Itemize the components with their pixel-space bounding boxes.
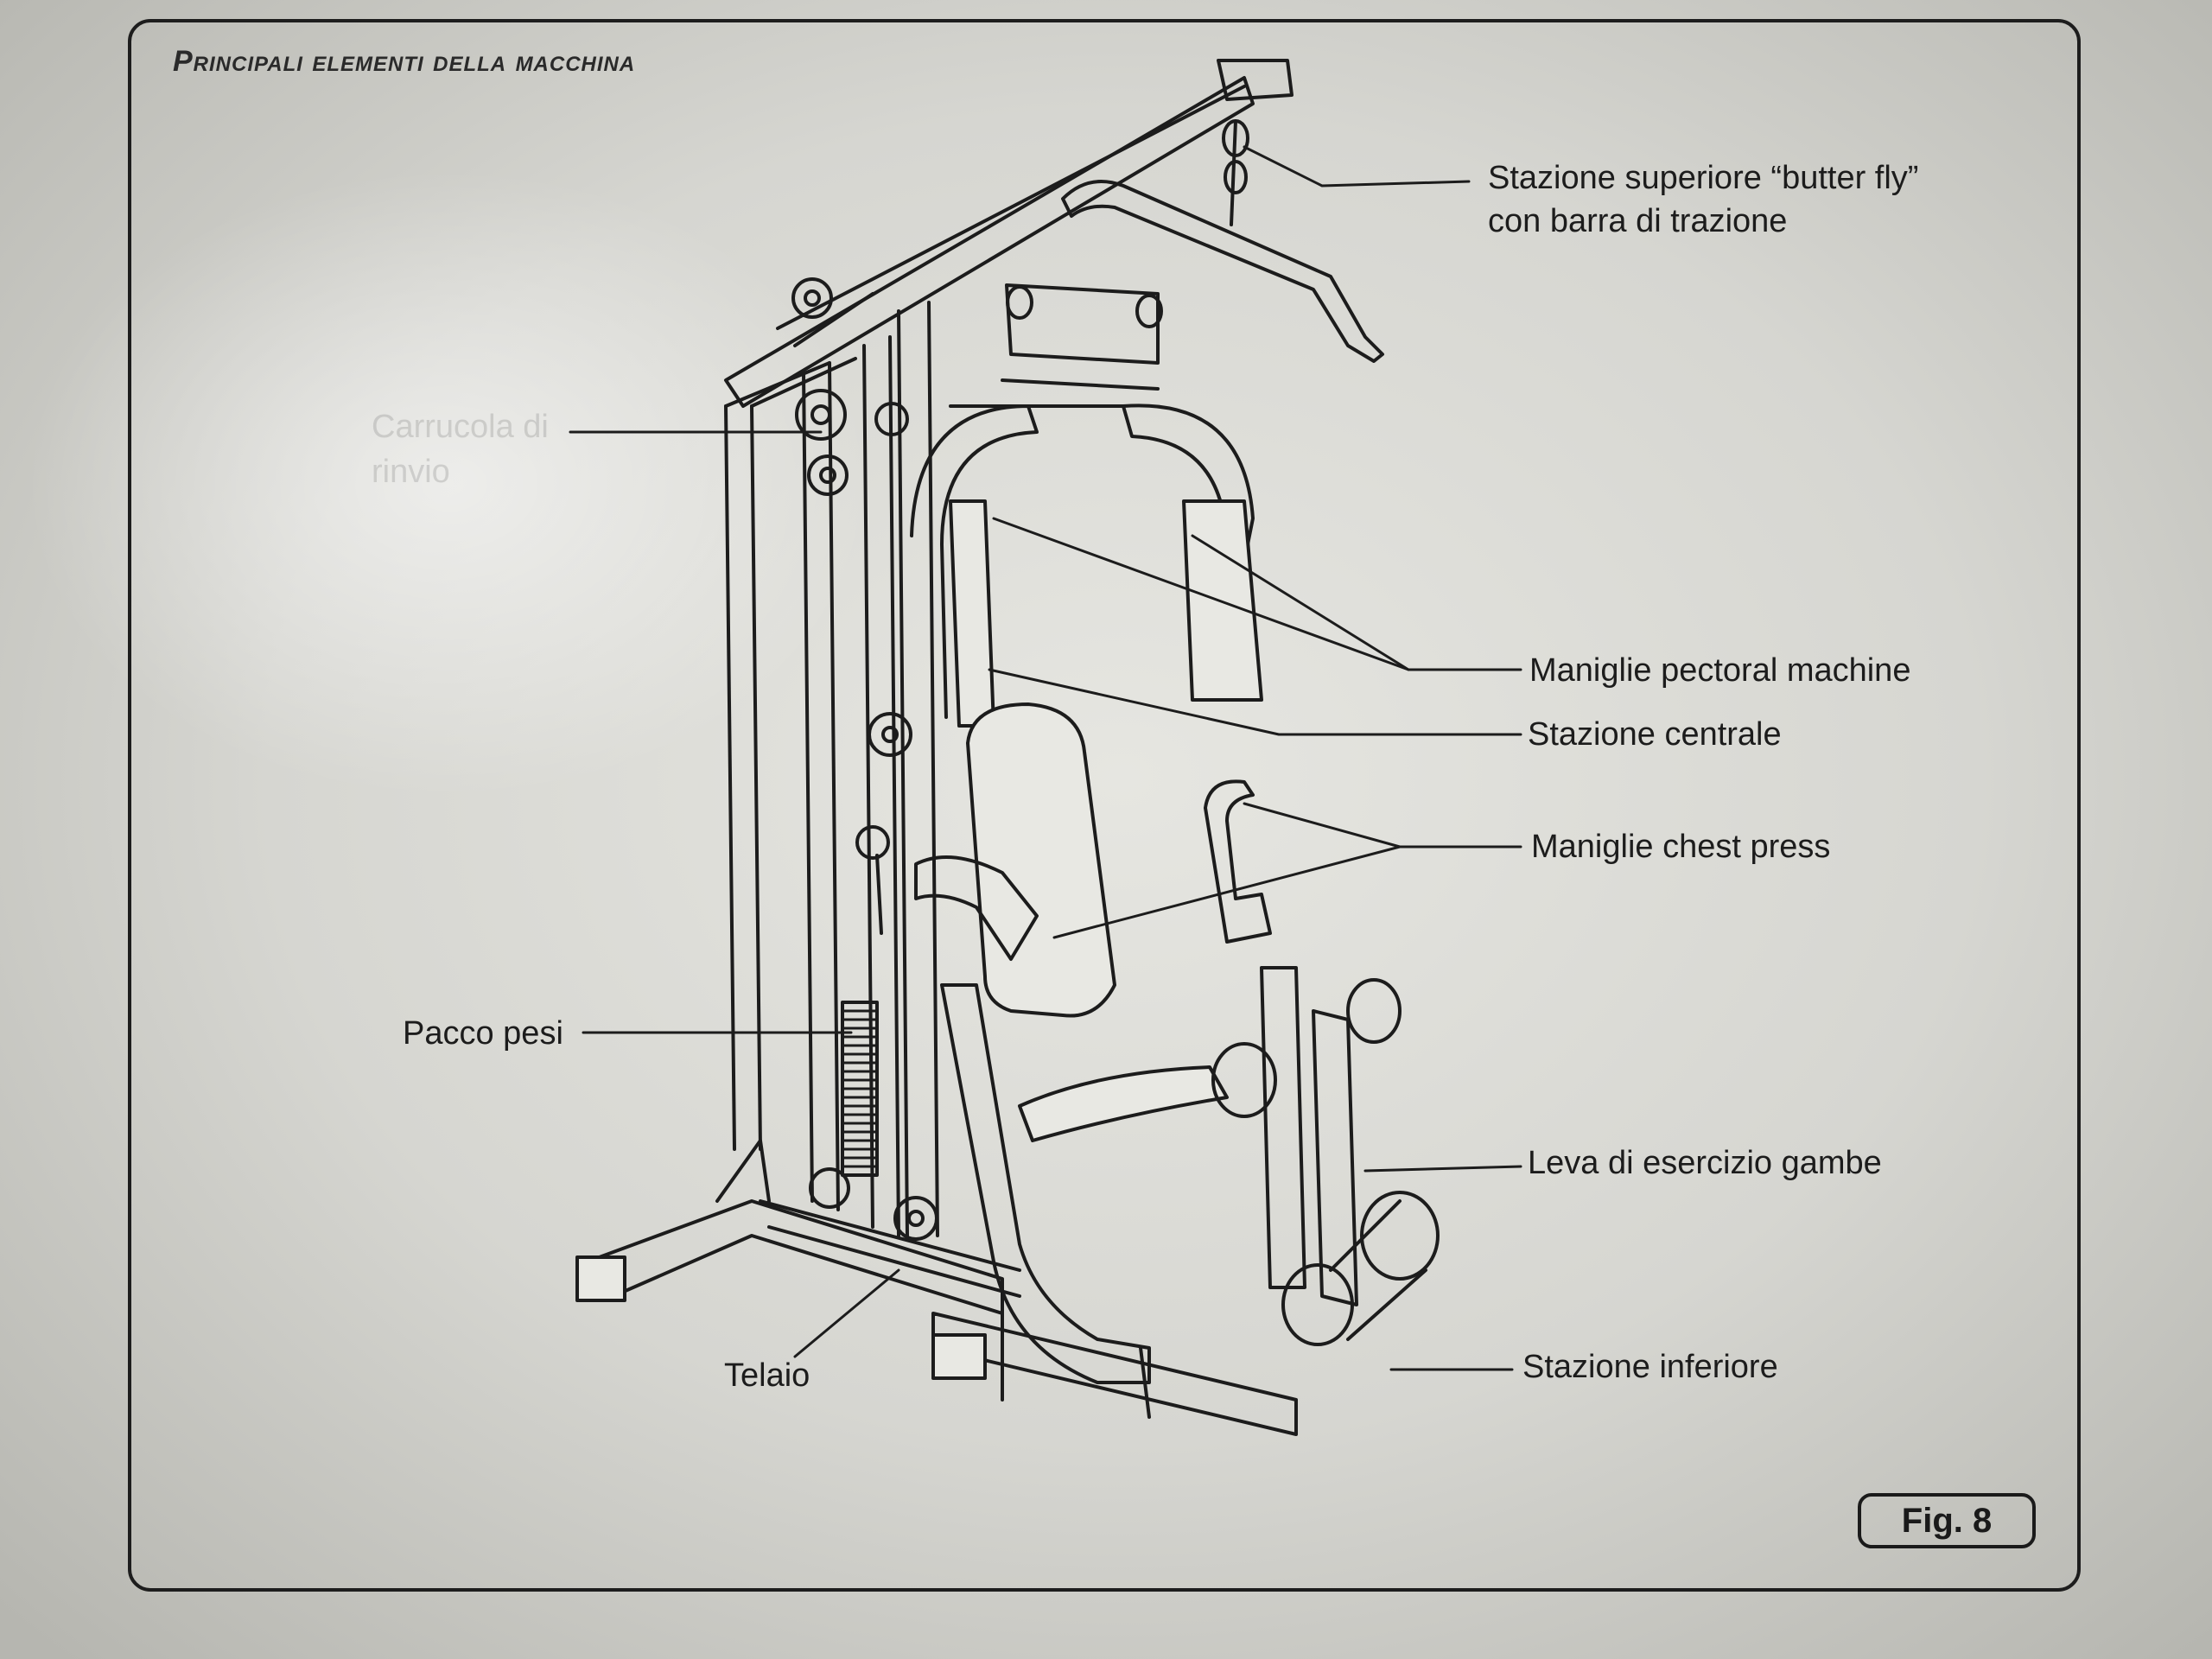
manual-page-frame	[128, 19, 2081, 1592]
label-top-station-line1: Stazione superiore “butter fly”	[1488, 160, 1919, 196]
pulley-set	[795, 389, 912, 935]
figure-number-text: Fig. 8	[1901, 1501, 1993, 1540]
weight-stack	[809, 1001, 938, 1241]
label-weight-stack: Pacco pesi	[403, 1015, 563, 1052]
label-pectoral-handles: Maniglie pectoral machine	[1529, 652, 1911, 689]
label-pulley-line1: Carrucola di	[372, 409, 549, 445]
label-frame: Telaio	[724, 1357, 810, 1394]
label-pulley-line2: rinvio	[372, 454, 450, 490]
label-lower-station: Stazione inferiore	[1522, 1349, 1778, 1385]
label-leg-lever: Leva di esercizio gambe	[1528, 1145, 1882, 1181]
frame-base	[575, 1139, 1298, 1436]
top-boom	[724, 59, 1294, 408]
upright-columns	[724, 301, 939, 1237]
figure-number-badge: Fig. 8	[1858, 1493, 2036, 1548]
seat-assembly	[914, 702, 1402, 1142]
leader-lines	[569, 145, 1522, 1371]
label-top-station-line2: con barra di trazione	[1488, 203, 1788, 239]
leg-lever	[940, 966, 1440, 1384]
lat-bar	[1061, 119, 1384, 363]
label-chest-press-handles: Maniglie chest press	[1531, 829, 1831, 865]
pec-deck	[910, 283, 1263, 728]
page-title: Principali elementi della macchina	[173, 45, 636, 78]
label-central-station: Stazione centrale	[1528, 716, 1782, 753]
